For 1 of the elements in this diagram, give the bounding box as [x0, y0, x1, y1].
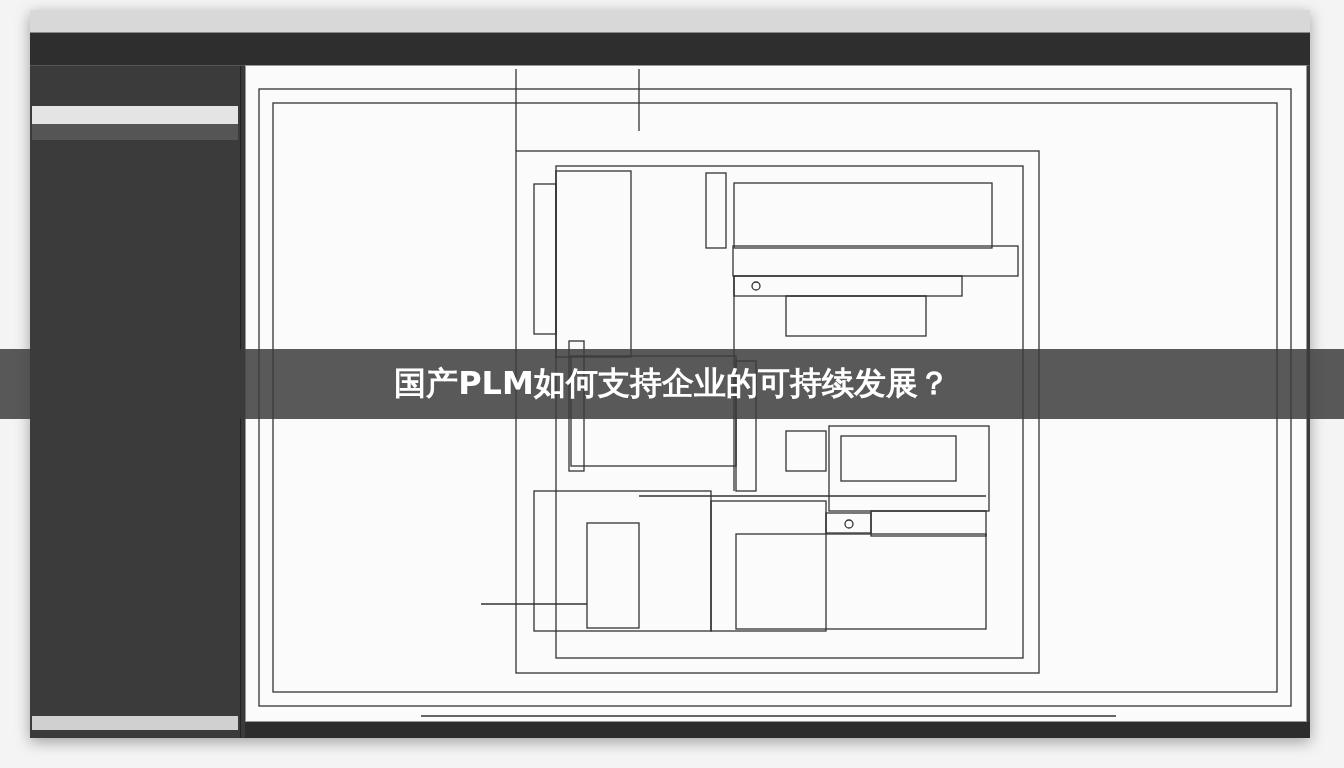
title: 国产PLM如何支持企业的可持续发展？ — [394, 363, 950, 404]
